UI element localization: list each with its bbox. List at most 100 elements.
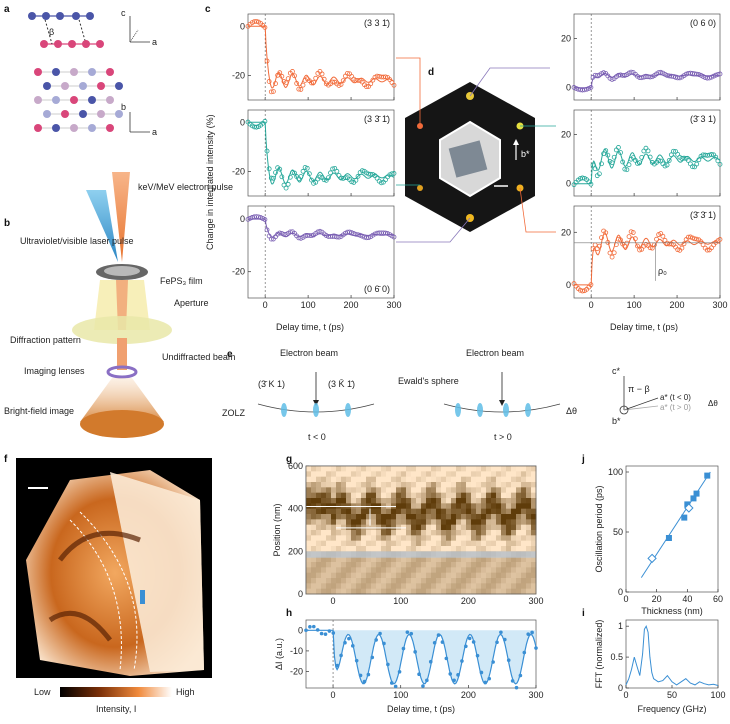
heatmap-cell bbox=[326, 530, 332, 536]
heatmap-cell bbox=[521, 556, 527, 563]
heatmap-cell bbox=[406, 492, 412, 499]
heatmap-cell bbox=[451, 556, 457, 563]
film-label: FePS₃ film bbox=[160, 276, 203, 286]
heatmap-cell bbox=[331, 567, 337, 574]
y-tick-label: 0 bbox=[566, 179, 571, 189]
heatmap-cell bbox=[351, 482, 357, 488]
data-point bbox=[339, 653, 343, 658]
data-point bbox=[668, 152, 674, 158]
heatmap-cell bbox=[346, 567, 352, 574]
heatmap-cell bbox=[396, 508, 402, 515]
data-point bbox=[681, 241, 687, 247]
heatmap-cell bbox=[351, 508, 357, 515]
heatmap-cell bbox=[516, 572, 522, 579]
data-point bbox=[268, 236, 274, 242]
heatmap-cell bbox=[411, 508, 417, 515]
data-point bbox=[340, 78, 346, 84]
heatmap-cell bbox=[406, 583, 412, 590]
heatmap-cell bbox=[526, 498, 532, 504]
bright-field-disc bbox=[80, 410, 164, 438]
heatmap-cell bbox=[386, 487, 392, 494]
data-point bbox=[287, 229, 293, 235]
data-point bbox=[389, 681, 394, 685]
reciprocal-spot bbox=[281, 403, 287, 417]
heatmap-cell bbox=[481, 530, 487, 536]
data-point bbox=[592, 242, 598, 248]
heatmap-cell bbox=[481, 578, 487, 584]
bstar-label: b* bbox=[521, 149, 530, 159]
heatmap-cell bbox=[306, 519, 312, 526]
heatmap-cell bbox=[371, 498, 377, 504]
square-point bbox=[665, 535, 672, 541]
data-point bbox=[359, 168, 365, 174]
heatmap-cell bbox=[371, 482, 377, 488]
heatmap-cell bbox=[396, 503, 402, 510]
heatmap-cell bbox=[316, 514, 322, 520]
heatmap-cell bbox=[411, 572, 417, 579]
heatmap-cell bbox=[436, 588, 442, 595]
heatmap-cell bbox=[321, 588, 327, 595]
data-point bbox=[624, 167, 630, 173]
heatmap-cell bbox=[326, 487, 332, 494]
heatmap-cell bbox=[511, 487, 517, 494]
heatmap-cell bbox=[371, 492, 377, 499]
lattice-atom bbox=[70, 96, 78, 104]
data-point bbox=[522, 650, 527, 655]
heatmap-cell bbox=[466, 476, 472, 483]
heatmap-cell bbox=[316, 588, 322, 595]
heatmap-cell bbox=[446, 583, 452, 590]
heatmap-cell bbox=[311, 492, 317, 499]
heatmap-cell bbox=[361, 530, 367, 536]
heatmap-cell bbox=[361, 471, 367, 478]
heatmap-cell bbox=[306, 540, 312, 547]
heatmap-cell bbox=[441, 471, 447, 478]
heatmap-cell bbox=[511, 524, 517, 531]
heatmap-cell bbox=[406, 471, 412, 478]
heatmap-cell bbox=[426, 578, 432, 584]
heatmap-cell bbox=[406, 466, 412, 472]
heatmap-cell bbox=[461, 583, 467, 590]
data-point bbox=[366, 672, 371, 677]
heatmap-cell bbox=[426, 535, 432, 542]
heatmap-cell bbox=[306, 567, 312, 574]
data-point bbox=[285, 181, 291, 187]
heatmap-cell bbox=[321, 583, 327, 590]
data-point bbox=[584, 86, 590, 92]
heatmap-cell bbox=[366, 588, 372, 595]
heatmap-cell bbox=[321, 514, 327, 520]
axis-b-label: b bbox=[121, 102, 126, 112]
data-point bbox=[262, 25, 268, 30]
heatmap-cell bbox=[501, 466, 507, 472]
heatmap-cell bbox=[356, 540, 362, 547]
heatmap-cell bbox=[351, 476, 357, 483]
heatmap-cell bbox=[421, 535, 427, 542]
heatmap-cell bbox=[391, 583, 397, 590]
heatmap-cell bbox=[436, 471, 442, 478]
x-tick-label: 0 bbox=[623, 690, 628, 700]
data-point bbox=[391, 234, 397, 240]
heatmap-cell bbox=[386, 466, 392, 472]
heatmap-cell bbox=[371, 546, 377, 552]
data-point bbox=[319, 631, 324, 636]
heatmap-cell bbox=[476, 503, 482, 510]
data-point bbox=[616, 236, 621, 242]
heatmap-cell bbox=[311, 572, 317, 579]
heatmap-cell bbox=[451, 535, 457, 542]
data-point bbox=[266, 166, 272, 172]
heatmap-cell bbox=[366, 583, 372, 590]
heatmap-cell bbox=[496, 535, 502, 542]
x-tick-label: 0 bbox=[263, 300, 268, 310]
heatmap-cell bbox=[321, 578, 327, 584]
heatmap-cell bbox=[486, 519, 492, 526]
heatmap-cell bbox=[456, 583, 462, 590]
data-point bbox=[647, 74, 653, 80]
heatmap-cell bbox=[431, 572, 437, 579]
heatmap-cell bbox=[436, 535, 442, 542]
data-point bbox=[592, 166, 598, 172]
heatmap-cell bbox=[371, 530, 377, 536]
data-point bbox=[696, 72, 702, 77]
heatmap-cell bbox=[416, 508, 422, 515]
heatmap-cell bbox=[411, 519, 417, 526]
heatmap-cell bbox=[411, 535, 417, 542]
